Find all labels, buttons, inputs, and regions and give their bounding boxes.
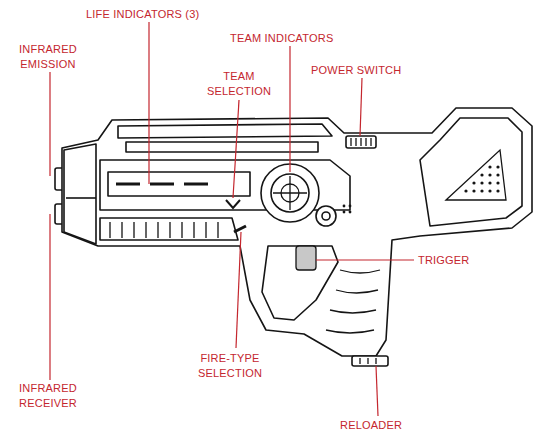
life-panel [108,172,250,196]
rail-slot [126,142,318,152]
lower-rib-panel [100,218,238,240]
leader-line [49,214,50,380]
dot [464,189,467,192]
top-rail [118,124,332,138]
stock-triangle [446,150,506,200]
dot [343,211,346,214]
leader-line [289,46,290,172]
part-label: LIFE INDICATORS (3) [86,7,199,22]
dot [480,181,483,184]
part-label: INFRARED RECEIVER [9,381,87,411]
dot [488,189,491,192]
part-label: RELOADER [340,418,402,433]
dot [472,189,475,192]
dot [472,181,475,184]
reloader-ridges [360,358,376,364]
leader-line [148,22,149,184]
leader-line [316,259,414,260]
dot [496,173,499,176]
part-label: TEAM SELECTION [201,69,277,99]
part-label: FIRE-TYPE SELECTION [188,351,272,381]
front-seam [66,197,96,199]
leader-line [236,232,241,348]
side-button-core [322,212,330,220]
crosshair-h [273,192,307,193]
grip-grooves [326,270,380,333]
part-label: TRIGGER [418,253,470,268]
stock-dots [343,165,500,213]
dot [496,189,499,192]
dot [480,173,483,176]
leader-lines [50,22,414,416]
fire-selector [234,226,246,232]
part-label: POWER SWITCH [311,63,401,78]
dot [480,189,483,192]
gun-body [55,108,532,366]
trigger [296,246,316,270]
leader-line [376,366,378,416]
gun-outline [62,108,532,356]
leader-line [49,72,50,176]
leader-line [233,100,239,198]
gun-details [110,138,506,364]
dot [343,205,346,208]
power-switch [346,136,376,148]
dot [349,205,352,208]
team-selector [226,200,240,208]
side-button [316,206,336,226]
part-label: INFRARED EMISSION [9,42,87,72]
dot [496,165,499,168]
indicator-lens [271,174,309,212]
dot [488,181,491,184]
front-block [64,144,96,244]
life-slots [116,183,208,186]
indicator-ring [261,164,319,222]
dot [349,211,352,214]
crosshair-circle [281,184,299,202]
dot [496,181,499,184]
trigger-guard [262,246,338,320]
stock-panel [420,118,522,226]
part-label: TEAM INDICATORS [230,31,333,46]
leader-line [360,78,362,136]
dot [488,165,491,168]
reloader-pad [352,356,388,366]
dot [488,173,491,176]
rib-lines [110,222,218,238]
switch-ridges [351,138,371,146]
